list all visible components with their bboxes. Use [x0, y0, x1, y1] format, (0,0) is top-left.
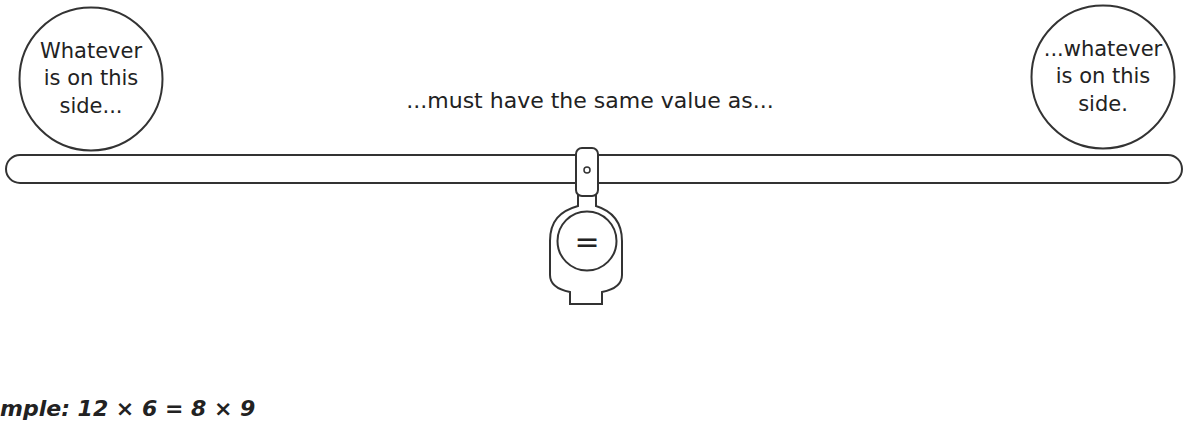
circle-shape: [20, 8, 163, 151]
node-text: =: [562, 222, 612, 261]
circle-shape: [558, 212, 617, 271]
pivot-bracket: [576, 148, 598, 196]
equals-circle: =: [556, 210, 618, 272]
circle-bubble: Whatever is on this side...: [18, 6, 164, 152]
example-text: mple: 12 × 6 = 8 × 9: [0, 396, 420, 421]
fulcrum-stand: [550, 194, 622, 304]
node-text: Whatever is on this side...: [33, 38, 149, 120]
seesaw-caption: ...must have the same value as...: [280, 88, 900, 113]
circle-shape: [1032, 6, 1175, 149]
node-text: ...whatever is on this side.: [1036, 36, 1170, 118]
circle-bubble: ...whatever is on this side.: [1030, 4, 1176, 150]
pivot-hole: [584, 167, 590, 173]
